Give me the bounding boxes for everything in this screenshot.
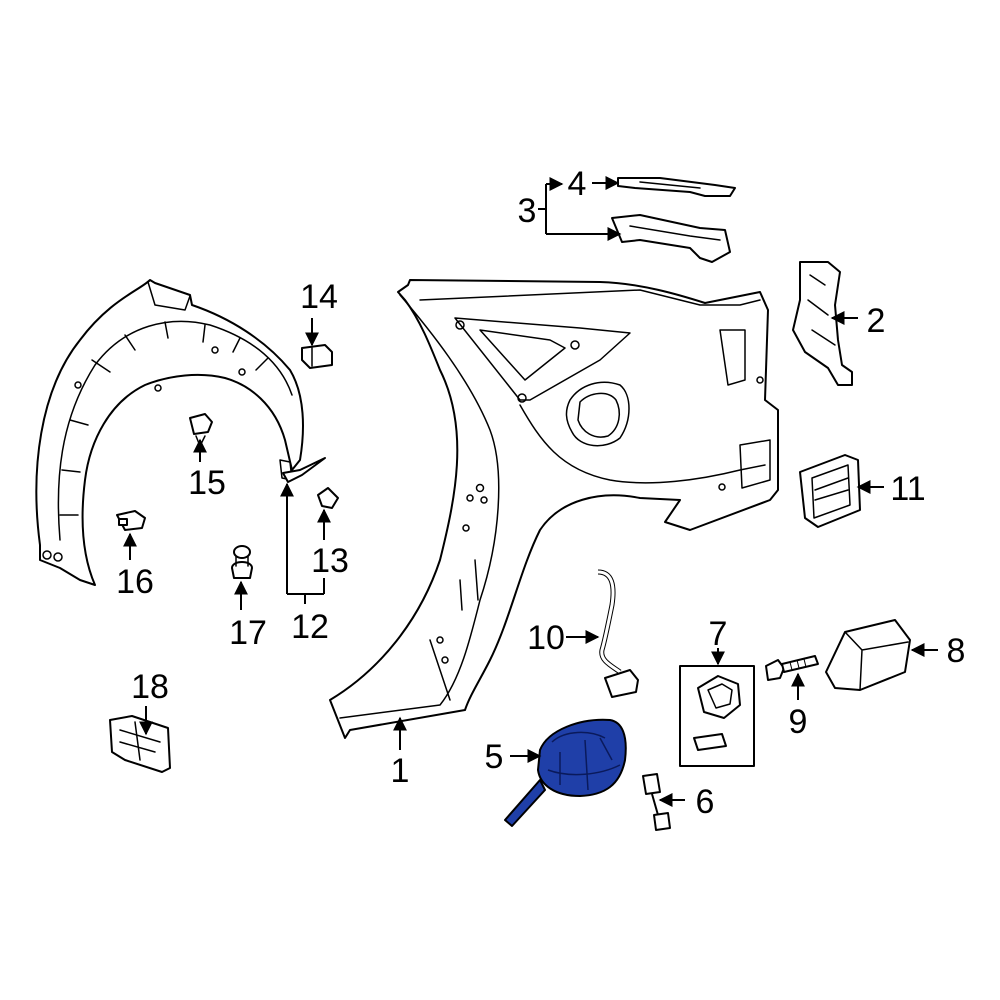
callout-2: 2 bbox=[867, 302, 886, 340]
callout-7: 7 bbox=[709, 615, 728, 653]
fuel-door-actuator-5 bbox=[504, 718, 627, 827]
callout-14: 14 bbox=[300, 278, 338, 316]
bolt-16 bbox=[116, 510, 146, 531]
fuel-door-8 bbox=[825, 619, 911, 691]
callout-5: 5 bbox=[485, 738, 504, 776]
wheel-house-liner bbox=[35, 279, 326, 586]
connector-6 bbox=[642, 773, 671, 831]
callout-labels: 1 2 3 4 5 6 7 8 9 10 11 12 13 14 15 16 1… bbox=[116, 165, 965, 821]
callout-17: 17 bbox=[229, 614, 267, 652]
callout-6: 6 bbox=[696, 783, 715, 821]
reinforcement-4 bbox=[617, 177, 736, 197]
quarter-panel bbox=[329, 279, 779, 739]
callout-18: 18 bbox=[131, 668, 169, 706]
nut-13 bbox=[317, 487, 339, 509]
callout-13: 13 bbox=[311, 542, 349, 580]
callout-8: 8 bbox=[947, 632, 966, 670]
callout-12: 12 bbox=[291, 608, 329, 646]
callout-1: 1 bbox=[391, 752, 410, 790]
callout-11: 11 bbox=[890, 470, 925, 508]
callout-4: 4 bbox=[568, 165, 587, 203]
fuel-filler-housing bbox=[799, 454, 861, 528]
reinforcement-3 bbox=[611, 214, 731, 263]
kit-box-7 bbox=[679, 665, 755, 767]
clip-14 bbox=[301, 344, 333, 369]
leader-lines bbox=[123, 176, 938, 807]
callout-10: 10 bbox=[527, 619, 565, 657]
callout-9: 9 bbox=[789, 703, 808, 741]
callout-3: 3 bbox=[518, 192, 537, 230]
callout-15: 15 bbox=[188, 464, 226, 502]
bolt-9 bbox=[765, 655, 819, 681]
release-cable-10 bbox=[597, 569, 639, 698]
bracket-18 bbox=[109, 715, 171, 773]
grommet-17 bbox=[231, 545, 253, 579]
callout-16: 16 bbox=[116, 563, 154, 601]
bracket-2 bbox=[792, 261, 853, 386]
